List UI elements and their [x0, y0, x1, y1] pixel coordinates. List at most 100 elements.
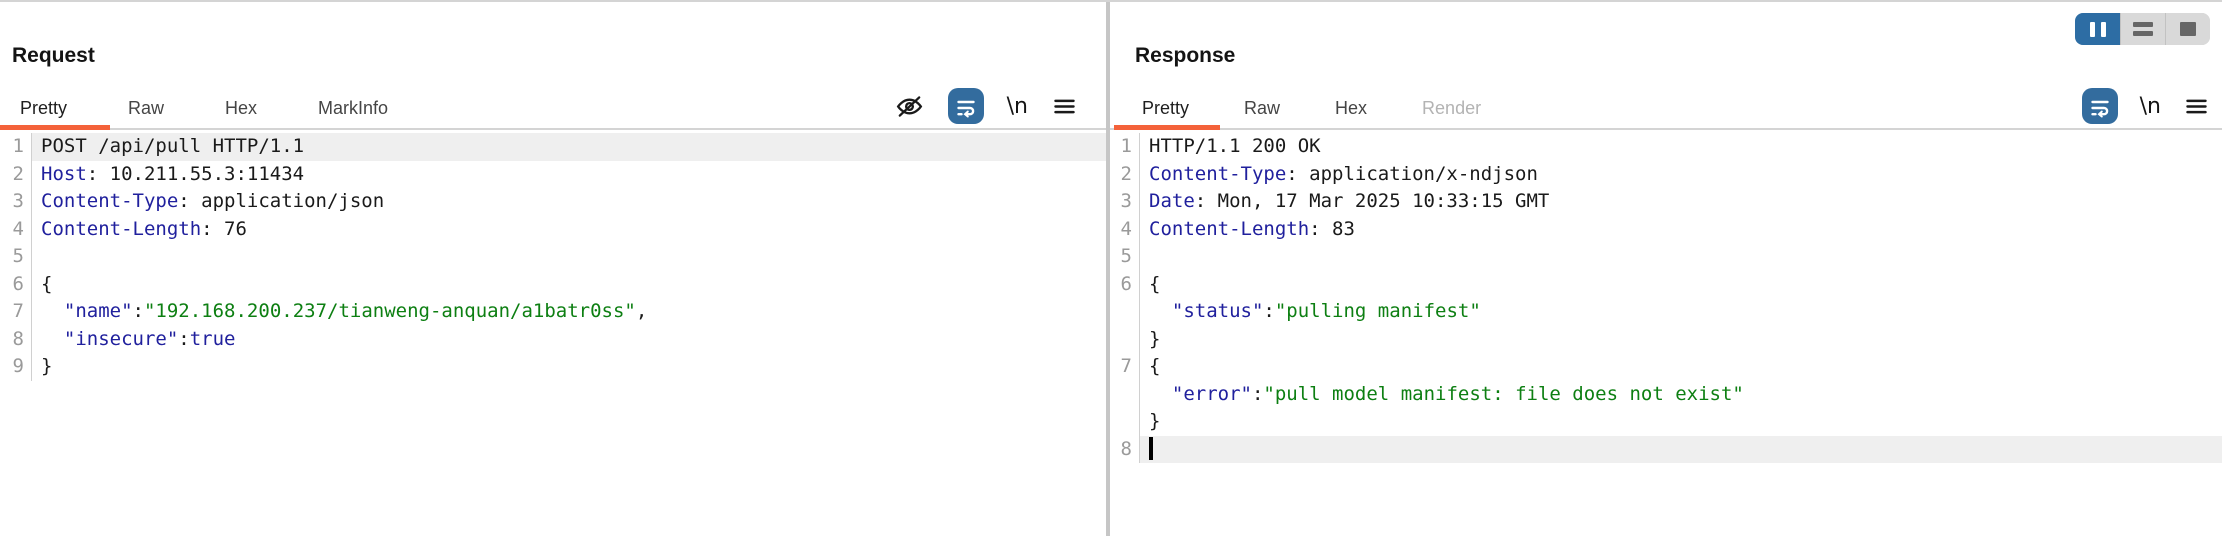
code-line[interactable]: 8: [1110, 435, 2222, 463]
code-line[interactable]: 2 Host: 10.211.55.3:11434: [0, 160, 1106, 188]
line-number: 3: [1110, 188, 1140, 216]
tab-hex[interactable]: Hex: [225, 97, 258, 118]
code-line[interactable]: 7 "name":"192.168.200.237/tianweng-anqua…: [0, 298, 1106, 326]
active-tab-underline: [0, 125, 110, 130]
line-text[interactable]: [1140, 435, 2222, 463]
line-number: 2: [1110, 160, 1140, 188]
code-line[interactable]: 8 "insecure":true: [0, 325, 1106, 353]
code-line[interactable]: 9}: [0, 353, 1106, 381]
tab-markinfo[interactable]: MarkInfo: [318, 97, 389, 118]
line-number: 7: [0, 298, 32, 326]
line-text[interactable]: {: [1149, 355, 1161, 377]
code-line[interactable]: 2 Content-Type: application/x-ndjson: [1110, 160, 2222, 188]
line-number: [1110, 380, 1140, 408]
line-text[interactable]: "insecure":true: [63, 327, 236, 350]
code-line[interactable]: 6{: [1110, 270, 2222, 298]
code-line[interactable]: 5: [0, 243, 1106, 271]
line-text[interactable]: POST /api/pull HTTP/1.1: [32, 133, 1106, 161]
line-number: 8: [1110, 435, 1140, 463]
line-number: 3: [0, 188, 32, 216]
response-editor[interactable]: 1 HTTP/1.1 200 OK 2 Content-Type: applicati…: [1110, 133, 2222, 536]
code-line[interactable]: }: [1110, 408, 2222, 436]
single-view-button[interactable]: [2165, 13, 2210, 45]
line-text[interactable]: }: [1149, 327, 1161, 350]
code-line[interactable]: 4 Content-Length: 83: [1110, 215, 2222, 243]
code-line[interactable]: 1 HTTP/1.1 200 OK: [1110, 133, 2222, 161]
response-tabs: Pretty Raw Hex Render: [1110, 88, 2222, 130]
line-number: 4: [0, 215, 32, 243]
hide-nonprintable-button[interactable]: [894, 91, 925, 122]
editor-menu-button[interactable]: [2183, 93, 2210, 120]
line-number: 1: [1110, 133, 1140, 161]
request-panel-title: Request: [12, 44, 95, 67]
tab-render: Render: [1422, 97, 1482, 118]
code-line[interactable]: 5: [1110, 243, 2222, 271]
panel-divider[interactable]: [1106, 2, 1110, 536]
editor-menu-button[interactable]: [1051, 93, 1078, 120]
code-line[interactable]: 4 Content-Length: 76: [0, 215, 1106, 243]
rows-layout-icon: [2133, 22, 2153, 36]
code-line[interactable]: 6{: [0, 270, 1106, 298]
line-number: 2: [0, 160, 32, 188]
line-number: 1: [0, 133, 32, 161]
columns-layout-icon: [2089, 21, 2106, 37]
tab-raw[interactable]: Raw: [128, 97, 165, 118]
line-number: 9: [0, 353, 32, 381]
line-text[interactable]: "name":"192.168.200.237/tianweng-anquan/…: [63, 300, 648, 322]
code-line[interactable]: }: [1110, 325, 2222, 353]
word-wrap-icon: [954, 94, 978, 118]
tab-pretty[interactable]: Pretty: [1142, 97, 1190, 118]
line-text[interactable]: Host: 10.211.55.3:11434: [41, 162, 305, 185]
code-line[interactable]: "status":"pulling manifest": [1110, 298, 2222, 326]
line-number: 6: [0, 270, 32, 298]
line-number: 5: [1110, 243, 1140, 271]
tab-pretty[interactable]: Pretty: [20, 97, 68, 118]
line-text[interactable]: }: [41, 355, 53, 377]
active-tab-underline: [1114, 125, 1220, 130]
word-wrap-icon: [2088, 94, 2112, 118]
line-text[interactable]: {: [1149, 272, 1161, 295]
response-panel: Response Pretty Raw Hex Render \n: [1110, 2, 2222, 536]
text-cursor: [1149, 436, 1153, 460]
response-panel-title: Response: [1135, 44, 1236, 67]
line-text[interactable]: [1140, 243, 2222, 271]
tab-hex[interactable]: Hex: [1335, 97, 1368, 118]
word-wrap-button[interactable]: [2081, 88, 2118, 124]
show-newlines-button[interactable]: \n: [1006, 93, 1028, 119]
line-number: 6: [1110, 270, 1140, 298]
show-newlines-button[interactable]: \n: [2139, 93, 2161, 119]
rows-layout-button[interactable]: [2120, 13, 2165, 45]
line-text[interactable]: Content-Length: 76: [41, 217, 247, 240]
code-line[interactable]: 3 Content-Type: application/json: [0, 188, 1106, 216]
line-number: [1110, 408, 1140, 436]
columns-layout-button[interactable]: [2075, 13, 2120, 45]
line-text[interactable]: HTTP/1.1 200 OK: [1149, 135, 1321, 157]
line-text[interactable]: Content-Type: application/x-ndjson: [1149, 162, 1538, 185]
code-line[interactable]: 3 Date: Mon, 17 Mar 2025 10:33:15 GMT: [1110, 188, 2222, 216]
code-line[interactable]: "error":"pull model manifest: file does …: [1110, 380, 2222, 408]
eye-slash-icon: [894, 91, 925, 122]
line-text[interactable]: Content-Length: 83: [1149, 217, 1355, 240]
request-tabs: Pretty Raw Hex MarkInfo: [0, 88, 1106, 130]
line-text[interactable]: }: [1149, 410, 1161, 432]
line-text[interactable]: {: [41, 272, 53, 295]
response-editor-toolbar: \n: [2081, 86, 2210, 126]
code-line[interactable]: 7{: [1110, 353, 2222, 381]
line-text[interactable]: [32, 243, 1106, 271]
request-panel: Request Pretty Raw Hex MarkInfo: [0, 2, 1106, 536]
line-number: 7: [1110, 353, 1140, 381]
line-text[interactable]: Content-Type: application/json: [41, 190, 385, 212]
line-number: [1110, 325, 1140, 353]
single-view-icon: [2180, 22, 2196, 36]
hamburger-menu-icon: [2183, 93, 2210, 120]
word-wrap-button[interactable]: [947, 88, 984, 124]
line-text[interactable]: "status":"pulling manifest": [1171, 300, 1481, 322]
line-text[interactable]: Date: Mon, 17 Mar 2025 10:33:15 GMT: [1149, 190, 1550, 212]
tab-raw[interactable]: Raw: [1244, 97, 1281, 118]
line-text[interactable]: "error":"pull model manifest: file does …: [1171, 382, 1744, 405]
layout-switcher: [2075, 13, 2210, 45]
request-editor-toolbar: \n: [894, 86, 1078, 126]
line-number: 4: [1110, 215, 1140, 243]
